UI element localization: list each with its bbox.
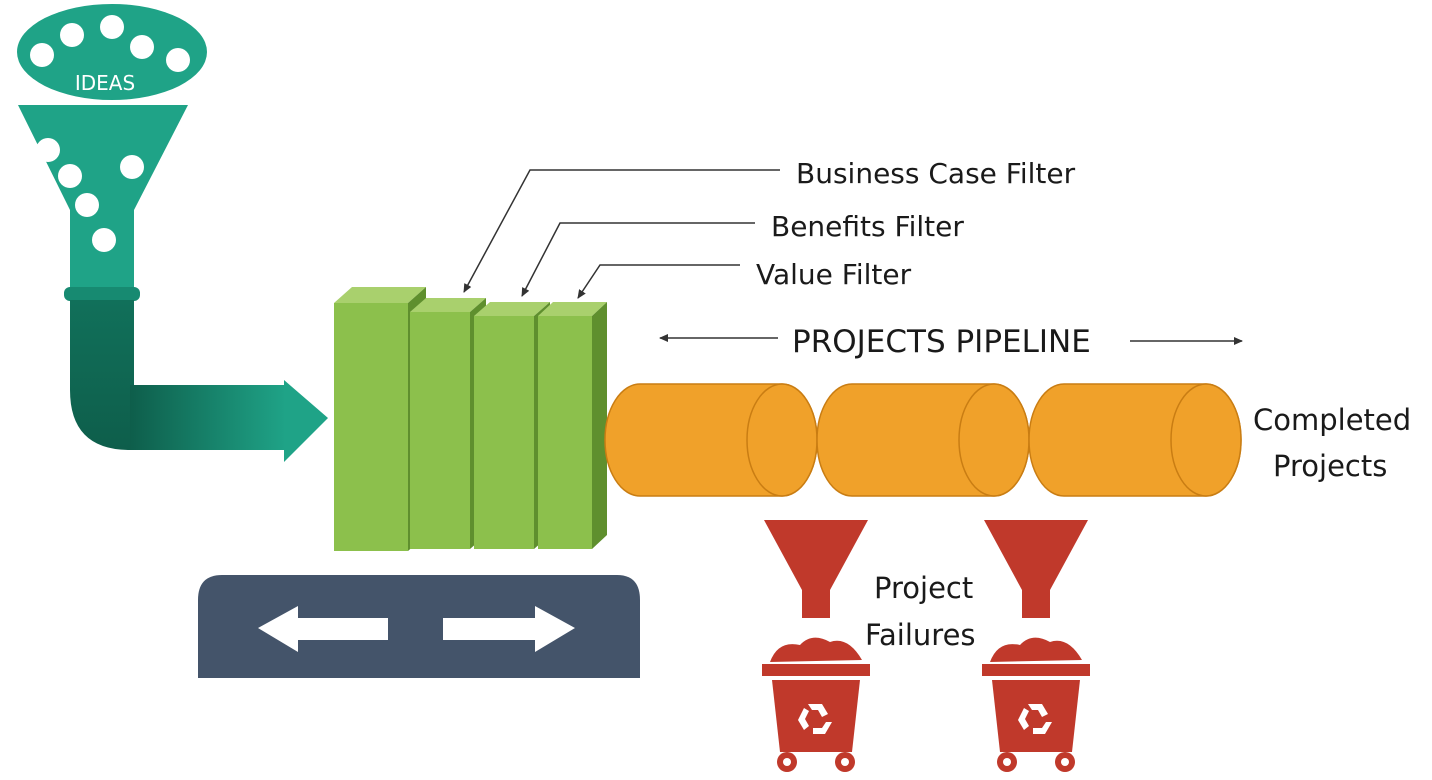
completed-projects-label-line1: Completed [1253,403,1411,437]
project-failures-label-line1: Project [874,571,973,605]
failure-bin-1 [762,520,870,772]
filter-leaders [463,169,780,299]
idea-ball [60,23,84,47]
idea-ball [30,43,54,67]
business-case-leader [463,169,780,293]
value-filter-label: Value Filter [756,258,912,291]
ideas-funnel [18,105,188,301]
business-case-filter-label: Business Case Filter [796,157,1076,190]
completed-projects-label-line2: Projects [1273,449,1387,483]
idea-ball [166,48,190,72]
idea-ball [130,35,154,59]
pipeline-segment-3 [1028,383,1242,497]
idea-ball [92,228,116,252]
ideas-cloud: IDEAS [17,4,207,100]
failure-bin-2 [982,520,1090,772]
idea-ball [100,15,124,39]
recycle-icon [798,704,832,734]
idea-ball [36,138,60,162]
idea-ball [75,193,99,217]
pipeline [604,383,1242,497]
ideas-pipe-arrow [70,300,328,462]
recycle-icon [1018,704,1052,734]
filter-stack [334,287,607,551]
left-arrow-icon [258,606,388,652]
filter-block-4 [538,302,607,549]
projects-pipeline-heading: PROJECTS PIPELINE [659,324,1243,360]
value-leader [577,264,740,299]
pipeline-segment-1 [604,383,818,497]
benefits-filter-label: Benefits Filter [771,210,964,243]
right-arrow-icon [443,606,575,652]
idea-ball [120,155,144,179]
conveyor-base [198,575,640,678]
project-failures-label-line2: Failures [865,618,976,652]
ideas-label: IDEAS [75,71,135,95]
projects-pipeline-label: PROJECTS PIPELINE [792,324,1091,360]
pipeline-segment-2 [816,383,1030,497]
benefits-leader [521,222,755,297]
idea-ball [58,164,82,188]
